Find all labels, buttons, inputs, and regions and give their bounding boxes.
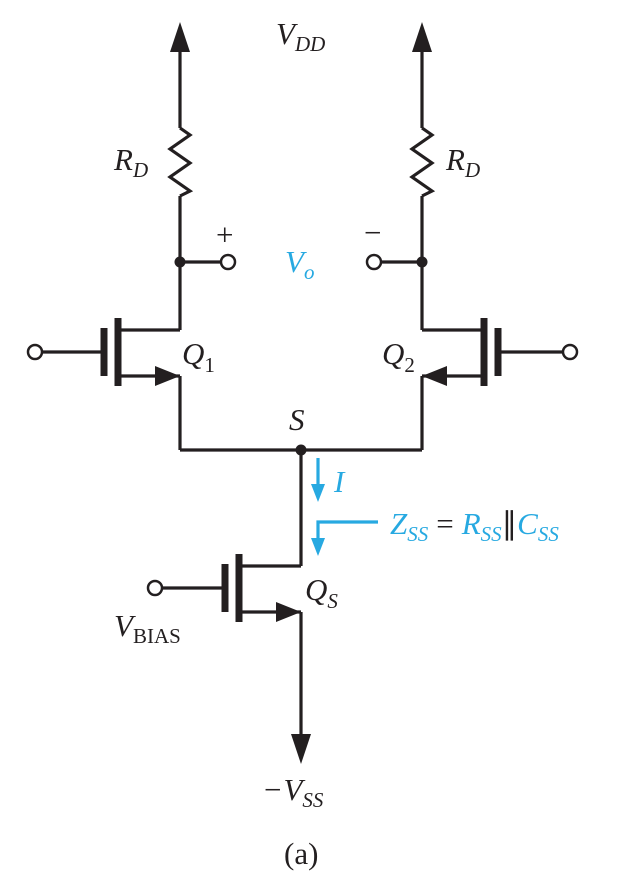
gate-input-q1 <box>26 343 104 361</box>
vdd-arrow-right <box>412 22 432 128</box>
current-label: I <box>333 464 346 499</box>
zss-equation: ZSS=RSS∥CSS <box>390 506 559 546</box>
transistor-q1 <box>100 262 182 450</box>
q2-label: Q2 <box>382 336 415 377</box>
output-node-left <box>174 253 237 271</box>
rd-right-label: RD <box>445 142 480 182</box>
transistor-q2 <box>420 262 502 450</box>
minus-sign: − <box>364 215 381 250</box>
figure-caption: (a) <box>284 836 318 871</box>
q1-label: Q1 <box>182 336 215 377</box>
transistor-qs <box>221 554 303 740</box>
common-source-node <box>180 444 422 566</box>
vbias-label: VBIAS <box>114 608 181 648</box>
current-arrow <box>311 458 325 502</box>
output-node-right <box>365 253 428 271</box>
rd-left-label: RD <box>113 142 148 182</box>
resistor-rd-left <box>167 126 194 262</box>
vss-label: −VSS <box>264 772 324 812</box>
plus-sign: + <box>216 217 233 252</box>
vdd-label: VDD <box>276 16 325 56</box>
gate-input-q2 <box>498 343 579 361</box>
zss-arrow <box>311 520 378 556</box>
s-node-label: S <box>289 402 305 437</box>
vss-arrow <box>291 734 311 764</box>
gate-input-qs <box>146 579 225 597</box>
qs-label: QS <box>305 572 338 613</box>
vdd-arrow-left <box>170 22 190 128</box>
resistor-rd-right <box>409 126 436 262</box>
vo-label: Vo <box>285 244 314 284</box>
